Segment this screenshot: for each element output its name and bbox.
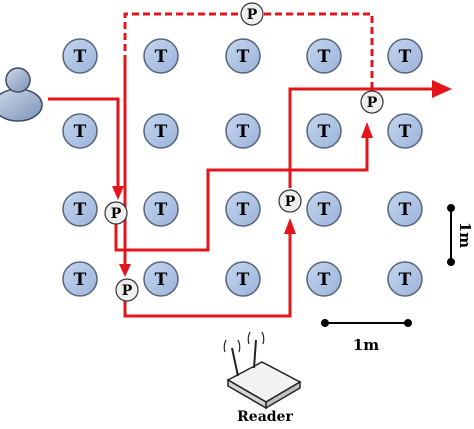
tag-label: T: [155, 200, 168, 220]
passive-tag-label: P: [285, 194, 296, 210]
tag-label: T: [237, 47, 250, 67]
tag-node: T: [387, 38, 423, 74]
tag-label: T: [155, 270, 168, 290]
tag-label: T: [74, 47, 87, 67]
passive-tag: P: [278, 189, 302, 213]
movement-paths: [48, 12, 452, 318]
tag-node: T: [387, 113, 423, 149]
tag-label: T: [399, 47, 412, 67]
tag-node: T: [62, 113, 98, 149]
tag-node: T: [306, 38, 342, 74]
tag-node: T: [143, 38, 179, 74]
tag-node: T: [306, 261, 342, 297]
scale-label-horizontal: 1m: [353, 336, 379, 354]
path-arrowhead: [112, 186, 124, 200]
path-arrowhead-lower: [119, 264, 131, 277]
path-arrowhead-up: [284, 218, 296, 234]
path-lower-dash: [123, 300, 200, 318]
tag-label: T: [318, 270, 331, 290]
tag-label: T: [399, 122, 412, 142]
path-middle-route: [114, 135, 369, 252]
tag-label: T: [237, 122, 250, 142]
tag-label: T: [318, 200, 331, 220]
tag-label: T: [399, 200, 412, 220]
tag-label: T: [74, 122, 87, 142]
tag-node: T: [62, 191, 98, 227]
scale-bar-vertical: [447, 204, 455, 266]
tag-label: T: [237, 270, 250, 290]
tag-label: T: [399, 270, 412, 290]
tag-label: T: [74, 200, 87, 220]
tag-label: T: [237, 200, 250, 220]
tag-label: T: [318, 47, 331, 67]
tag-label: T: [155, 47, 168, 67]
path-arrowhead-exit: [432, 80, 452, 98]
tag-node: T: [306, 191, 342, 227]
tag-label: T: [155, 122, 168, 142]
person-icon: [0, 67, 43, 122]
tag-node: T: [62, 261, 98, 297]
passive-tag: P: [115, 278, 139, 302]
passive-tag: P: [360, 90, 384, 114]
tag-node: T: [225, 113, 261, 149]
passive-tag-label: P: [367, 95, 378, 111]
tag-grid: T T T T T T T T T T T T T T T T T T T T: [62, 38, 423, 297]
tag-label: T: [318, 122, 331, 142]
passive-tag-label: P: [247, 7, 258, 23]
tag-node: T: [387, 191, 423, 227]
tag-node: T: [225, 191, 261, 227]
tag-label: T: [74, 270, 87, 290]
passive-tag: P: [240, 2, 264, 26]
tag-node: T: [143, 113, 179, 149]
reader-icon: [223, 331, 302, 410]
reader-label: Reader: [237, 409, 293, 424]
tag-node: T: [387, 261, 423, 297]
tag-node: T: [62, 38, 98, 74]
scale-label-vertical: 1m: [456, 222, 474, 248]
passive-tag: P: [104, 201, 128, 225]
tag-node: T: [143, 191, 179, 227]
tag-node: T: [225, 261, 261, 297]
path-arrowhead-right-up: [361, 122, 373, 138]
tag-node: T: [225, 38, 261, 74]
scale-bar-horizontal: [321, 319, 412, 327]
passive-tag-label: P: [122, 283, 133, 299]
path-person-route: [48, 97, 120, 188]
tag-node: T: [143, 261, 179, 297]
passive-tag-label: P: [111, 206, 122, 222]
tag-node: T: [306, 113, 342, 149]
passive-tags: P P P P P: [104, 2, 384, 302]
